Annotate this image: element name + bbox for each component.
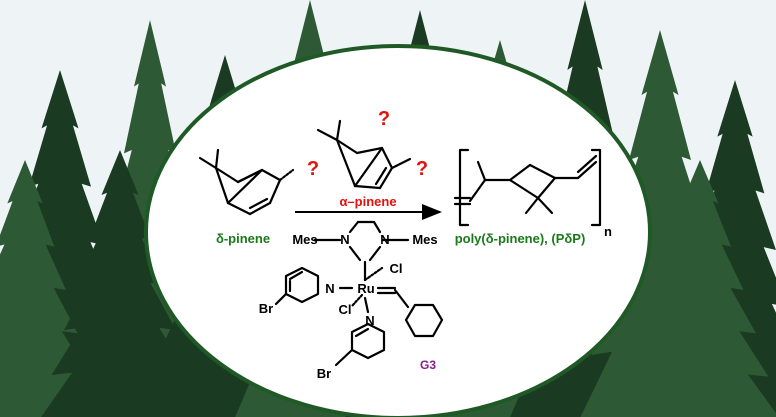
cl-top-label: Cl	[390, 261, 403, 276]
question-mark-left: ?	[307, 158, 319, 180]
alpha-pinene-label: α–pinene	[339, 194, 396, 209]
g3-catalyst-structure: Mes N N Mes Ru Cl Cl N N Br Br G3	[259, 220, 444, 381]
polymer-structure	[453, 148, 602, 227]
cl-bottom-label: Cl	[339, 302, 352, 317]
question-mark-right: ?	[416, 158, 428, 180]
question-mark-top: ?	[378, 108, 390, 130]
br-bottom-label: Br	[317, 366, 331, 381]
ru-label: Ru	[357, 281, 374, 296]
alpha-pinene-structure	[316, 119, 412, 190]
polymer-label: poly(δ-pinene), (PδP)	[455, 231, 586, 246]
pine-tree	[41, 150, 199, 417]
g3-label: G3	[420, 358, 436, 372]
delta-pinene-label: δ-pinene	[216, 231, 270, 246]
delta-pinene-structure	[198, 148, 295, 216]
pyridine-n-left-label: N	[325, 281, 334, 296]
pine-tree	[621, 160, 776, 417]
br-left-label: Br	[259, 301, 273, 316]
n-left-label: N	[340, 232, 349, 247]
repeat-subscript: n	[604, 224, 612, 239]
mes-left-label: Mes	[292, 232, 317, 247]
pyridine-n-bottom-label: N	[365, 313, 374, 328]
n-right-label: N	[380, 232, 389, 247]
mes-right-label: Mes	[412, 232, 437, 247]
center-ellipse	[146, 46, 650, 417]
center-ellipse-border	[144, 44, 652, 417]
